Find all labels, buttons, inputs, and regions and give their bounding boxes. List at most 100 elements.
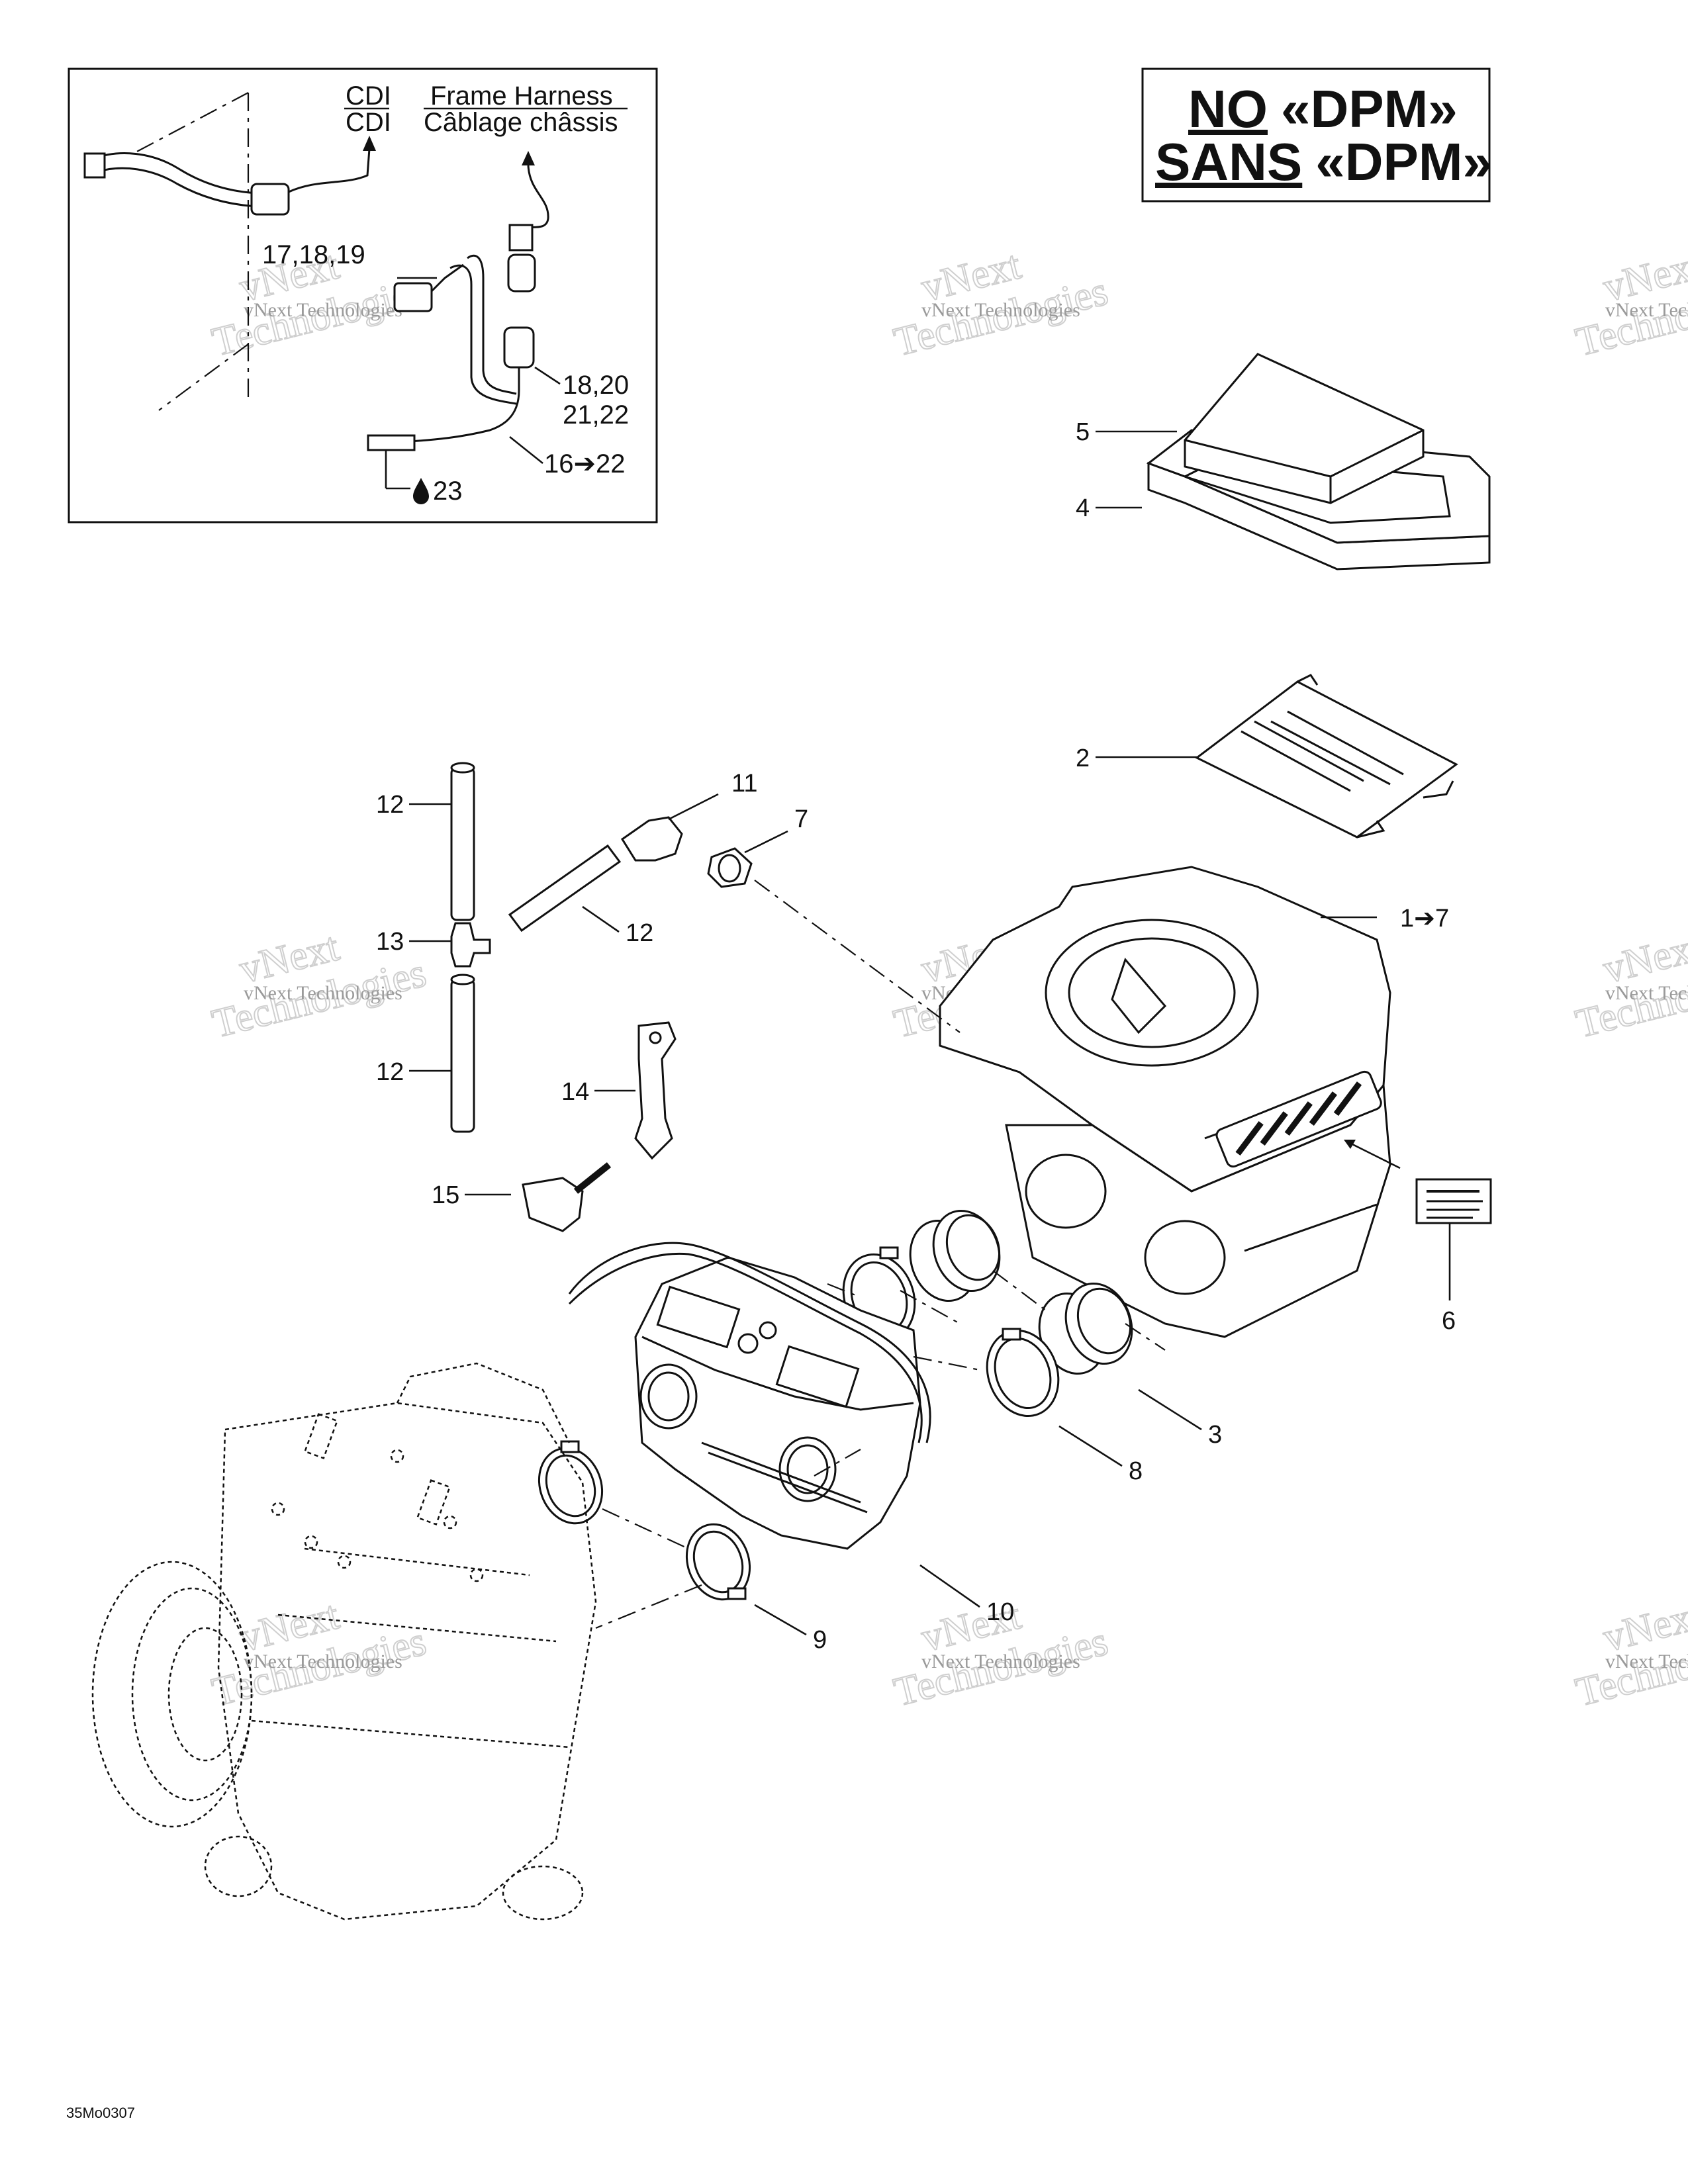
callout-label: 17,18,19 — [262, 240, 365, 269]
silencer-port — [1025, 1154, 1107, 1229]
watermark-group: vNext Technologies — [1571, 242, 1688, 365]
plate-slot — [1287, 710, 1404, 776]
centerline — [602, 1508, 689, 1549]
elbow-fitting-part-11 — [620, 816, 683, 862]
leader-line — [668, 793, 719, 821]
carburetor-assembly-part-10 — [568, 1242, 931, 1550]
centerline — [992, 1270, 1047, 1311]
carburetor-throat — [647, 1371, 690, 1422]
plate-slot — [1241, 730, 1351, 792]
harness-wire — [467, 254, 517, 395]
carburetor-fitting — [759, 1321, 777, 1340]
watermark-group: vNext Technologies — [1571, 1592, 1688, 1715]
ski-doo-logo — [1215, 1070, 1382, 1168]
frame-harness-connector — [508, 224, 534, 251]
stamp-frame — [1141, 68, 1491, 203]
arrow-up-icon — [522, 151, 535, 165]
clamp-part-9 — [685, 1523, 751, 1601]
callout-label: 7 — [794, 805, 808, 833]
leader-line — [1346, 1140, 1401, 1169]
inset-frame — [68, 68, 658, 523]
callout-label: 5 — [1076, 418, 1090, 446]
callout-label: 9 — [813, 1626, 827, 1654]
rubber-adaptor-ring — [1076, 1287, 1132, 1355]
callout-label: 2 — [1076, 745, 1090, 772]
carburetor-edge — [641, 1336, 914, 1411]
watermark-group: vNext Technologies — [1571, 923, 1688, 1047]
watermark-group: vNext Technologies — [207, 923, 431, 1047]
centerline — [827, 1283, 861, 1298]
cdi-harness-wire — [92, 152, 259, 195]
plate-tab — [1297, 674, 1319, 686]
harness-wire — [371, 367, 520, 443]
silencer-edge — [1244, 1203, 1378, 1252]
callout-label: 8 — [1129, 1457, 1143, 1485]
clamp-part-9 — [545, 1454, 596, 1518]
centerline — [900, 1290, 961, 1324]
watermark-group: vNext Technologies — [889, 1592, 1113, 1715]
bracket-part-15 — [522, 1177, 584, 1232]
cdi-lead-wire — [288, 148, 371, 193]
filter-plate-part-2 — [1195, 674, 1458, 839]
watermark-text: vNext Technologies — [244, 982, 402, 1004]
leader-line — [754, 1604, 807, 1636]
stamp-line2: SANS«DPM» — [1155, 132, 1492, 191]
callout-label: 10 — [986, 1598, 1014, 1626]
callout-label: 4 — [1076, 494, 1090, 522]
centerline — [913, 1355, 980, 1371]
frame-harness-wire — [524, 165, 549, 230]
silencer-intake-opening — [1045, 919, 1259, 1067]
callout-label: 13 — [376, 928, 404, 956]
vent-lines — [450, 762, 753, 1232]
callout-label: 16➔22 — [544, 449, 626, 478]
vent-hose-part-12 — [450, 766, 475, 921]
arrow-up-icon — [363, 136, 376, 151]
leader-line — [509, 435, 543, 465]
callout-label: 12 — [626, 919, 653, 947]
air-silencer-box — [939, 866, 1492, 1338]
vent-hose-part-12 — [450, 978, 475, 1133]
callout-label: 12 — [376, 791, 404, 819]
spark-plug-boot — [416, 1479, 451, 1525]
frame-harness-label-fr: Câblage châssis — [424, 108, 618, 137]
assembly-centerlines — [595, 880, 1166, 1629]
callout-label: 14 — [561, 1078, 589, 1106]
air-filter-foam — [1146, 353, 1491, 570]
callout-label: 15 — [432, 1181, 459, 1209]
carburetor-shaft — [701, 1441, 861, 1504]
sensor-wire — [430, 263, 464, 293]
cdi-connector — [83, 152, 106, 179]
fuel-line — [568, 1252, 923, 1443]
watermark-text: vNext Technologies — [921, 299, 1080, 321]
drop-icon — [413, 478, 429, 504]
callout-label: 21,22 — [563, 400, 629, 430]
engine-reference — [91, 1362, 597, 1921]
watermark-text: vNext Technologies — [244, 1651, 402, 1672]
clamp-screw — [1002, 1328, 1021, 1341]
harness-connector — [503, 326, 535, 369]
centerline — [1125, 1323, 1166, 1351]
watermark-text: vNext Technologies — [921, 1651, 1080, 1672]
watermark-group: vNext Technologies — [889, 242, 1113, 365]
engine-outline — [217, 1402, 597, 1921]
watermarks: vNext Technologies vNext Technologies vN… — [207, 242, 1688, 1715]
rubber-adaptor-ring — [945, 1214, 1001, 1281]
tee-fitting-part-13 — [450, 922, 491, 968]
drawing-reference-number: 35Mo0307 — [66, 2105, 135, 2121]
carburetor-top-cap — [775, 1345, 860, 1408]
clamp-screw — [727, 1587, 747, 1600]
callout-label: 23 — [433, 477, 463, 506]
engine-port — [502, 1865, 584, 1921]
vent-hose-part-12 — [508, 844, 622, 933]
plate-tab — [1356, 820, 1385, 839]
stamp-line1: NO«DPM» — [1188, 79, 1458, 138]
cdi-harness-wire — [95, 167, 259, 208]
inset-reference-line — [158, 343, 249, 411]
engine-cylinder-head — [396, 1362, 571, 1443]
watermark-text: vNext Technologies — [244, 299, 402, 321]
leader-line — [534, 366, 561, 385]
watermark-group: vNext Technologies — [207, 1592, 431, 1715]
inset-reference-line — [135, 92, 249, 153]
